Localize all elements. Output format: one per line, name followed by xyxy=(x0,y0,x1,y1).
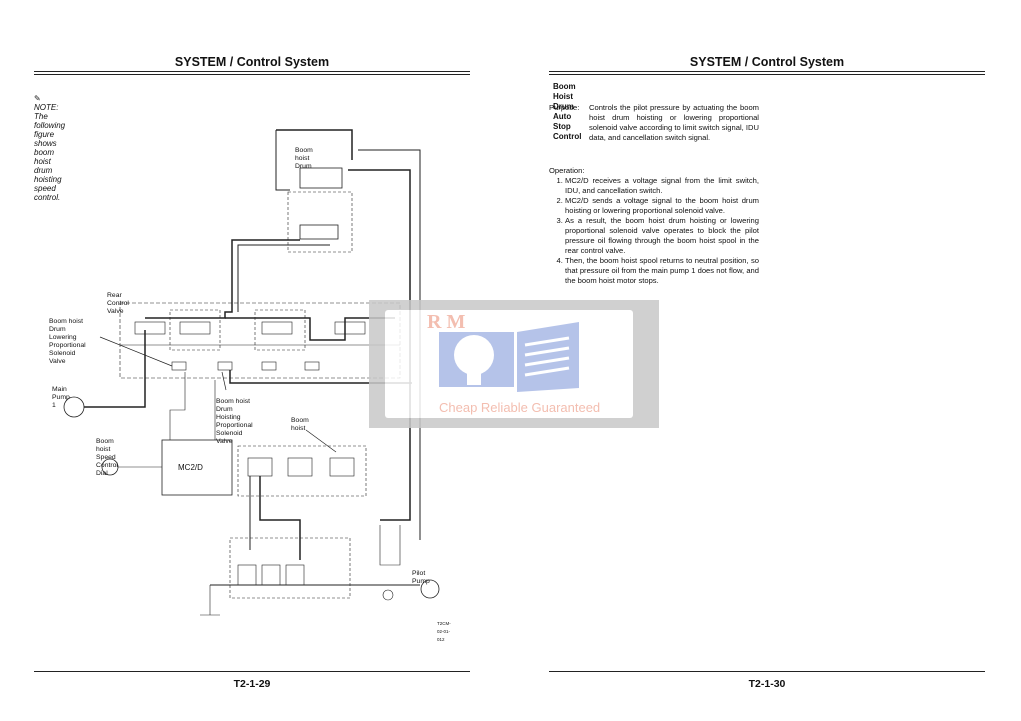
footer-rule xyxy=(549,671,985,672)
label-controller: MC2/D xyxy=(178,463,203,472)
operation-label: Operation: xyxy=(549,166,585,175)
header-rule xyxy=(549,71,985,72)
note-text: ✎ NOTE: The following figure shows boom … xyxy=(34,94,65,202)
watermark: R M Cheap Reliable Guaranteed xyxy=(369,300,659,428)
left-page-header: SYSTEM / Control System xyxy=(174,55,330,69)
label-pilot-pump: Pilot Pump xyxy=(412,570,430,585)
operation-block: Operation: MC2/D receives a voltage sign… xyxy=(549,166,759,286)
section-title: Boom Hoist Drum Auto Stop Control xyxy=(553,82,582,141)
label-boom-hoist: Boom hoist xyxy=(291,417,309,432)
header-rule xyxy=(34,74,470,75)
purpose-label: Purpose: xyxy=(549,103,580,112)
header-rule xyxy=(549,74,985,75)
figure-code: T2CM-02-01-012 xyxy=(437,621,451,642)
operation-step: Then, the boom hoist spool returns to ne… xyxy=(565,256,759,286)
purpose-text: Controls the pilot pressure by actuating… xyxy=(589,103,759,142)
right-page-number: T2-1-30 xyxy=(748,678,786,690)
wrench-book-logo-icon: R M Cheap Reliable Guaranteed xyxy=(427,311,600,415)
label-main-pump: Main Pump 1 xyxy=(52,386,70,409)
right-page-header: SYSTEM / Control System xyxy=(689,55,845,69)
note-label: NOTE: The following figure shows boom ho… xyxy=(34,103,66,202)
pencil-icon: ✎ xyxy=(34,94,41,103)
operation-step: MC2/D sends a voltage signal to the boom… xyxy=(565,196,759,216)
header-rule xyxy=(34,71,470,72)
operation-steps: MC2/D receives a voltage signal from the… xyxy=(549,176,759,286)
footer-rule xyxy=(34,671,470,672)
purpose-block: Purpose: Controls the pilot pressure by … xyxy=(549,103,759,143)
operation-step: MC2/D receives a voltage signal from the… xyxy=(565,176,759,196)
svg-text:Cheap Reliable Guaranteed: Cheap Reliable Guaranteed xyxy=(439,400,600,415)
svg-text:R M: R M xyxy=(427,311,465,333)
operation-step: As a result, the boom hoist drum hoistin… xyxy=(565,216,759,256)
left-page-number: T2-1-29 xyxy=(233,678,271,690)
label-rear-control-valve: Rear Control Valve xyxy=(107,292,129,315)
